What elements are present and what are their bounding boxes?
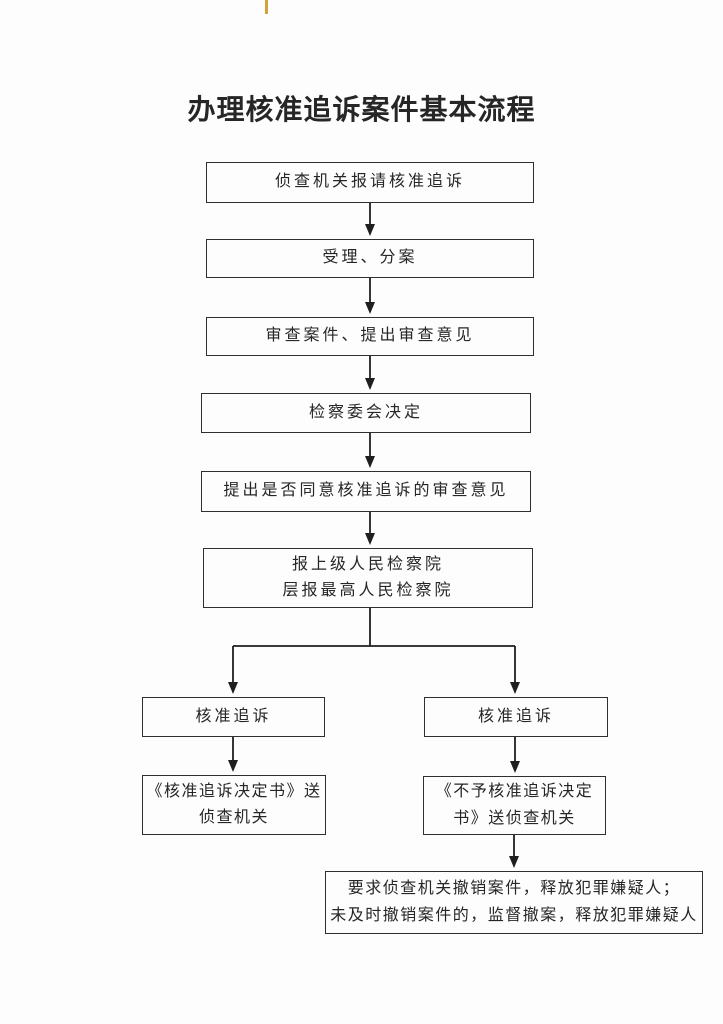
page-title: 办理核准追诉案件基本流程 (187, 94, 536, 125)
connector-branch-stem (233, 608, 515, 647)
scan-artifact-mark (265, 0, 268, 14)
node-review-case: 审查案件、提出审查意见 (206, 317, 534, 356)
node-approve-prosecution-left: 核准追诉 (142, 697, 325, 737)
node-send-disapproval-decision: 《不予核准追诉决定 书》送侦查机关 (423, 776, 606, 835)
node-approve-prosecution-right: 核准追诉 (424, 697, 608, 737)
node-send-approval-decision: 《核准追诉决定书》送 侦查机关 (142, 775, 326, 835)
node-committee-decision: 检察委会决定 (201, 393, 531, 433)
node-withdraw-case: 要求侦查机关撤销案件，释放犯罪嫌疑人； 未及时撤销案件的，监督撤案，释放犯罪嫌疑… (325, 871, 703, 934)
node-review-opinion: 提出是否同意核准追诉的审查意见 (201, 471, 531, 512)
flow-arrows (228, 203, 520, 868)
node-request-approval: 侦查机关报请核准追诉 (206, 162, 534, 203)
node-accept-assign: 受理、分案 (206, 239, 534, 278)
node-report-supreme: 报上级人民检察院 层报最高人民检察院 (203, 548, 533, 608)
